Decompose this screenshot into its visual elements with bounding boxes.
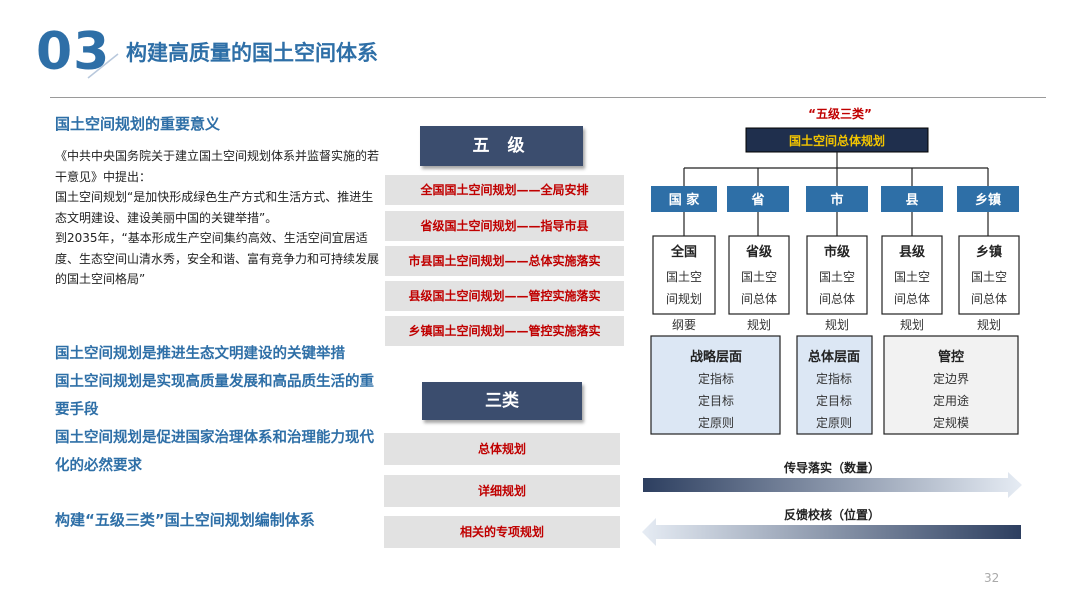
level-township-box bbox=[957, 186, 1019, 212]
level-national-box bbox=[651, 186, 717, 212]
svg-text:定目标: 定目标 bbox=[698, 393, 734, 408]
plan-box-city bbox=[806, 235, 868, 315]
page-number: 32 bbox=[984, 571, 1000, 585]
five-level-row: 全国国土空间规划——全局安排 bbox=[385, 175, 624, 205]
plan-box-province bbox=[728, 235, 790, 315]
level-province-label: 省 bbox=[750, 192, 764, 208]
five-level-row: 市县国土空间规划——总体实施落实 bbox=[385, 246, 624, 276]
system-conclusion: 构建“五级三类”国土空间规划编制体系 bbox=[55, 511, 315, 529]
body-paragraph: 国土空间规划“是加快形成绿色生产方式和生活方式、推进生态文明建设、建设美丽中国的… bbox=[55, 190, 374, 225]
section-number: 03 bbox=[36, 22, 111, 82]
key-point: 国土空间规划是推进生态文明建设的关键举措 bbox=[55, 346, 345, 362]
significance-body: 《中共中央国务院关于建立国土空间规划体系并监督实施的若干意见》中提出： 国土空间… bbox=[55, 146, 380, 290]
tree-connectors bbox=[683, 152, 989, 236]
svg-text:定原则: 定原则 bbox=[816, 415, 852, 430]
svg-text:定指标: 定指标 bbox=[816, 371, 852, 386]
five-levels-three-types-diagram: “五级三类” 国土空间总体规划 国 家 省 市 县 乡镇 全国 国土空 间规划 bbox=[642, 106, 1022, 546]
level-city-label: 市 bbox=[830, 192, 843, 208]
level-city-box bbox=[806, 186, 868, 212]
layer-control-box bbox=[883, 335, 1019, 435]
level-national-label: 国 家 bbox=[669, 192, 701, 208]
layer-overall-text: 总体层面 定指标 定目标 定原则 bbox=[808, 349, 860, 430]
svg-text:定目标: 定目标 bbox=[816, 393, 852, 408]
svg-text:总体层面: 总体层面 bbox=[808, 349, 860, 365]
svg-text:国土空: 国土空 bbox=[971, 270, 1007, 284]
plan-box-county bbox=[881, 235, 943, 315]
arrow-left-label: 反馈校核（位置） bbox=[784, 507, 880, 522]
plan-national-text: 全国 国土空 间规划 纲要 bbox=[666, 244, 702, 332]
three-type-row: 详细规划 bbox=[384, 475, 620, 507]
page-title: 构建高质量的国土空间体系 bbox=[126, 41, 378, 65]
level-county-label: 县 bbox=[905, 193, 918, 208]
svg-text:乡镇: 乡镇 bbox=[976, 244, 1002, 260]
plan-county-text: 县级 国土空 间总体 规划 bbox=[894, 244, 930, 332]
svg-text:定指标: 定指标 bbox=[698, 371, 734, 386]
five-level-row: 乡镇国土空间规划——管控实施落实 bbox=[385, 316, 624, 346]
three-types-header: 三类 bbox=[422, 382, 582, 420]
svg-text:定规模: 定规模 bbox=[933, 415, 969, 430]
five-level-row: 县级国土空间规划——管控实施落实 bbox=[385, 281, 624, 311]
svg-text:规划: 规划 bbox=[977, 317, 1001, 332]
level-county-box bbox=[881, 186, 943, 212]
svg-text:省级: 省级 bbox=[745, 244, 773, 260]
svg-text:间总体: 间总体 bbox=[819, 292, 855, 306]
five-levels-three-types-label: “五级三类” bbox=[808, 106, 872, 121]
key-point: 国土空间规划是实现高质量发展和高品质生活的重要手段 bbox=[55, 374, 374, 418]
header-divider bbox=[50, 97, 1046, 98]
body-paragraph: 到2035年，“基本形成生产空间集约高效、生活空间宜居适度、生态空间山清水秀，安… bbox=[55, 231, 380, 286]
svg-text:定原则: 定原则 bbox=[698, 415, 734, 430]
svg-text:定边界: 定边界 bbox=[933, 371, 969, 386]
svg-text:国土空: 国土空 bbox=[894, 270, 930, 284]
root-plan-label: 国土空间总体规划 bbox=[789, 133, 885, 148]
plan-township-text: 乡镇 国土空 间总体 规划 bbox=[971, 244, 1007, 332]
arrow-right-label: 传导落实（数量） bbox=[783, 460, 880, 475]
feedback-check-arrow bbox=[642, 518, 1021, 546]
key-points: 国土空间规划是推进生态文明建设的关键举措 国土空间规划是实现高质量发展和高品质生… bbox=[55, 340, 385, 480]
svg-text:规划: 规划 bbox=[900, 317, 924, 332]
layer-control-text: 管控 定边界 定用途 定规模 bbox=[933, 349, 969, 430]
svg-text:间规划: 间规划 bbox=[666, 291, 702, 306]
svg-text:国土空: 国土空 bbox=[741, 270, 777, 284]
svg-text:规划: 规划 bbox=[747, 317, 771, 332]
layer-strategic-box bbox=[650, 335, 781, 435]
svg-text:市级: 市级 bbox=[824, 244, 851, 260]
svg-text:战略层面: 战略层面 bbox=[690, 349, 742, 365]
svg-text:纲要: 纲要 bbox=[672, 318, 696, 332]
five-level-row: 省级国土空间规划——指导市县 bbox=[385, 211, 624, 241]
three-type-row: 总体规划 bbox=[384, 433, 620, 465]
plan-box-national bbox=[652, 235, 716, 315]
svg-text:县级: 县级 bbox=[899, 244, 926, 260]
svg-text:管控: 管控 bbox=[938, 349, 964, 365]
plan-box-township bbox=[958, 235, 1020, 315]
svg-text:定用途: 定用途 bbox=[933, 393, 969, 408]
significance-heading: 国土空间规划的重要意义 bbox=[55, 115, 221, 133]
plan-province-text: 省级 国土空 间总体 规划 bbox=[741, 244, 777, 332]
svg-text:国土空: 国土空 bbox=[666, 270, 702, 284]
svg-text:间总体: 间总体 bbox=[741, 292, 777, 306]
five-levels-header: 五 级 bbox=[420, 126, 583, 166]
level-township-label: 乡镇 bbox=[975, 192, 1001, 208]
plan-city-text: 市级 国土空 间总体 规划 bbox=[819, 244, 855, 332]
svg-text:间总体: 间总体 bbox=[894, 292, 930, 306]
layer-strategic-text: 战略层面 定指标 定目标 定原则 bbox=[690, 349, 742, 430]
svg-text:规划: 规划 bbox=[825, 317, 849, 332]
downward-transmission-arrow bbox=[643, 472, 1022, 498]
layer-overall-box bbox=[796, 335, 873, 435]
body-paragraph: 《中共中央国务院关于建立国土空间规划体系并监督实施的若干意见》中提出： bbox=[55, 149, 380, 184]
svg-text:全国: 全国 bbox=[670, 244, 697, 260]
root-plan-box bbox=[745, 127, 929, 153]
three-type-row: 相关的专项规划 bbox=[384, 516, 620, 548]
svg-text:间总体: 间总体 bbox=[971, 292, 1007, 306]
title-slash-decoration bbox=[87, 53, 119, 79]
level-province-box bbox=[727, 186, 789, 212]
key-point: 国土空间规划是促进国家治理体系和治理能力现代化的必然要求 bbox=[55, 430, 374, 474]
svg-text:国土空: 国土空 bbox=[819, 270, 855, 284]
